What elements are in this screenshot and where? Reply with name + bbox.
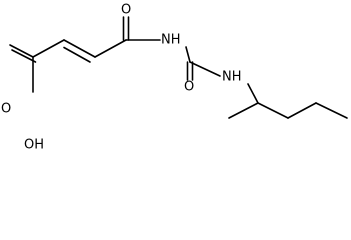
carboxyl-co-double-bond-b xyxy=(11,49,37,63)
alkene-double-bond-inner xyxy=(63,46,91,63)
atom-label-layer: O NH O NH O OH xyxy=(1,3,242,153)
carbonyl-to-alkene-bond xyxy=(94,39,127,58)
amine-nh-label: NH xyxy=(222,70,242,85)
molecule-structure-diagram: O NH O NH O OH xyxy=(1,3,348,153)
amine-nh-to-ch-bond xyxy=(247,83,259,104)
imide-nh-label: NH xyxy=(161,33,181,48)
bond-layer xyxy=(9,16,348,119)
urea-oxygen-label: O xyxy=(184,80,194,95)
ch2-to-ch2-bond xyxy=(287,102,317,119)
ch-to-ch2-bond xyxy=(257,102,289,119)
carboxyl-oxygen-label: O xyxy=(1,102,11,117)
ch2-to-terminal-methyl-bond xyxy=(315,102,348,119)
carboxyl-co-double-bond-a xyxy=(9,44,34,58)
urea-c-to-amine-nh-bond xyxy=(189,61,221,77)
alkene-double-bond-outer xyxy=(63,39,96,58)
imide-nh-to-urea-c-bond xyxy=(185,46,191,63)
ch-to-methyl-bond xyxy=(228,102,259,119)
alkene-to-carboxyl-bond xyxy=(32,39,65,58)
ketone-oxygen-label: O xyxy=(121,3,131,18)
hydroxyl-label: OH xyxy=(24,138,44,153)
